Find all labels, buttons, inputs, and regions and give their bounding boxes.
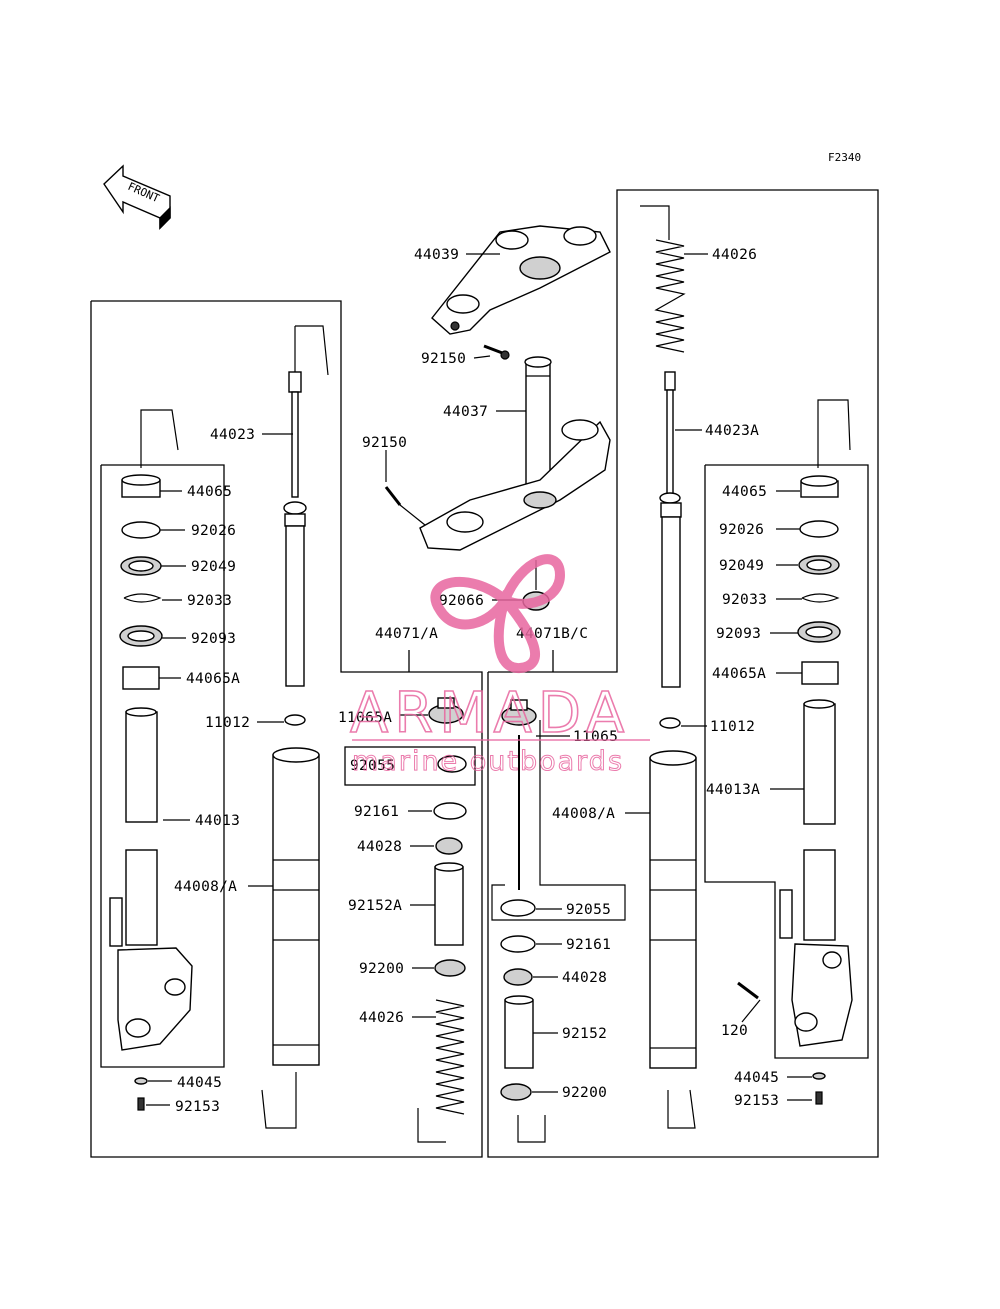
label-92161-center: 92161 — [354, 804, 399, 820]
label-92066: 92066 — [439, 593, 484, 609]
label-92152: 92152 — [562, 1026, 607, 1042]
label-92026-left: 92026 — [191, 523, 236, 539]
label-92153-left: 92153 — [175, 1099, 220, 1115]
label-44026-right: 44026 — [712, 247, 757, 263]
label-92200-center: 92200 — [359, 961, 404, 977]
label-92093-right: 92093 — [716, 626, 761, 642]
label-92026-right: 92026 — [719, 522, 764, 538]
label-44013: 44013 — [195, 813, 240, 829]
label-44065-left: 44065 — [187, 484, 232, 500]
label-44026-center: 44026 — [359, 1010, 404, 1026]
frame-outlines — [90, 189, 879, 1158]
label-92150-mid: 92150 — [362, 435, 407, 451]
label-44045-left: 44045 — [177, 1075, 222, 1091]
watermark-tagline: marine outboards — [352, 746, 624, 777]
upper-triple-clamp — [431, 225, 611, 335]
label-44045-right: 44045 — [734, 1070, 779, 1086]
label-44008a-left: 44008/A — [174, 879, 237, 895]
label-92033-right: 92033 — [722, 592, 767, 608]
label-44028-right: 44028 — [562, 970, 607, 986]
label-44065a-right: 44065A — [712, 666, 766, 682]
label-120: 120 — [721, 1023, 748, 1039]
front-arrow-icon: FRONT — [103, 164, 171, 230]
label-11065: 11065 — [573, 729, 618, 745]
diagram-code: F2340 — [828, 151, 861, 164]
label-44065a-left: 44065A — [186, 671, 240, 687]
label-92200-right: 92200 — [562, 1085, 607, 1101]
bolt-92150-mid — [384, 486, 426, 526]
label-92049-right: 92049 — [719, 558, 764, 574]
left-inner-tube-44008 — [261, 747, 320, 1129]
right-damper-parts — [491, 699, 626, 1143]
label-44023: 44023 — [210, 427, 255, 443]
label-11012-right: 11012 — [710, 719, 755, 735]
watermark: ARMADA marine outboards — [349, 554, 650, 778]
left-outer-tube-44013 — [109, 707, 193, 1111]
label-92093-left: 92093 — [191, 631, 236, 647]
left-cartridge-44023 — [283, 325, 329, 687]
label-92153-right: 92153 — [734, 1093, 779, 1109]
propeller-logo-icon — [430, 554, 566, 673]
label-44008a-right: 44008/A — [552, 806, 615, 822]
part-labels: 44039 92150 44037 92150 92066 44071/A 44… — [174, 247, 779, 1115]
label-44028-center: 44028 — [357, 839, 402, 855]
right-cartridge-44023A — [659, 371, 682, 729]
label-92055-center: 92055 — [350, 758, 395, 774]
label-92161-right: 92161 — [566, 937, 611, 953]
leader-lines — [146, 253, 812, 1106]
label-92033-left: 92033 — [187, 593, 232, 609]
label-11065a: 11065A — [338, 710, 392, 726]
label-44013a: 44013A — [706, 782, 760, 798]
center-parts — [417, 697, 467, 1143]
watermark-brand: ARMADA — [350, 681, 630, 746]
label-92049-left: 92049 — [191, 559, 236, 575]
right-parts-stack — [797, 399, 851, 685]
label-92152a: 92152A — [348, 898, 402, 914]
steering-stem-44037 — [419, 356, 611, 551]
label-92055-right: 92055 — [566, 902, 611, 918]
label-11012-left: 11012 — [205, 715, 250, 731]
label-44039: 44039 — [414, 247, 459, 263]
right-spring-44026 — [640, 205, 686, 353]
label-44071-a: 44071/A — [375, 626, 438, 642]
label-44065-right: 44065 — [722, 484, 767, 500]
label-44023a: 44023A — [705, 423, 759, 439]
right-inner-tube-44008 — [649, 750, 697, 1129]
right-outer-tube-44013A — [737, 699, 853, 1105]
bolt-92150-upper — [483, 344, 510, 360]
label-92150-top: 92150 — [421, 351, 466, 367]
label-44037: 44037 — [443, 404, 488, 420]
